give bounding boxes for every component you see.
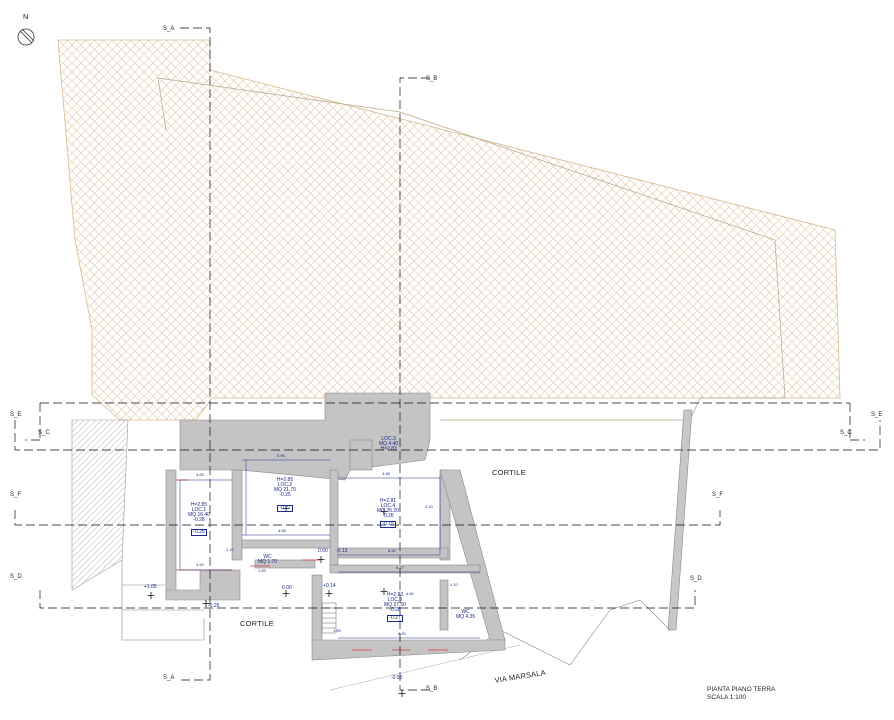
- east-wall: [667, 409, 693, 631]
- section-a-line: [180, 27, 211, 681]
- dim-11: 6.53: [398, 631, 406, 636]
- garden-hatched-area: [57, 39, 841, 421]
- wall-central: [337, 547, 449, 559]
- section-e-line: [14, 420, 881, 451]
- section-a-bottom-label: S_A: [163, 675, 175, 681]
- section-b-top-label: S_B: [426, 76, 438, 82]
- level-w1: +1.05: [144, 584, 157, 590]
- dim-1: 3.65: [196, 472, 204, 477]
- wall-small-1: [254, 559, 316, 569]
- section-b-line: [399, 77, 430, 691]
- section-e-right-label: S_E: [871, 412, 883, 418]
- dim-13: 4.50: [406, 591, 414, 596]
- street-line: [329, 644, 521, 691]
- section-f-right-label: S_F: [712, 492, 724, 498]
- room-loc1-level-box: -0.28: [191, 529, 207, 536]
- wall-stair: [311, 574, 323, 646]
- section-b-bottom-label: S_B: [426, 686, 438, 692]
- left-hatched-strip: [71, 419, 129, 591]
- dim-3: 4.48: [382, 471, 390, 476]
- section-f-line: [14, 510, 721, 526]
- wall-wc2: [439, 579, 449, 631]
- dim-2: 5.95: [277, 453, 285, 458]
- room-loc2-level-box: -0.27: [277, 505, 293, 512]
- room-loc4-level-box: -0.15: [380, 521, 396, 528]
- section-d-line: [39, 590, 696, 609]
- section-d-right-label: S_D: [690, 576, 702, 582]
- dim-5: 6.50: [388, 548, 396, 553]
- drawing-scale: SCALA 1:100: [707, 694, 747, 701]
- north-label: N: [23, 12, 29, 21]
- level-c3: +0.14: [323, 583, 336, 589]
- wall-loc1-loc2: [231, 469, 243, 561]
- section-lines: [14, 27, 881, 691]
- cortile-south-label: CORTILE: [240, 619, 274, 628]
- building-walls: [165, 392, 506, 661]
- drawing-title: PIANTA PIANO TERRA: [707, 686, 776, 693]
- section-c-left-label: S_C: [38, 430, 50, 436]
- dim-9: 1.69: [258, 568, 266, 573]
- section-c-line: [25, 402, 865, 441]
- dim-7: 1.10: [226, 547, 234, 552]
- dim-6: 6.27: [396, 565, 404, 570]
- dim-10: 1.59: [333, 628, 341, 633]
- wall-loc5-north: [329, 564, 481, 574]
- level-c4: 0.00: [282, 585, 292, 591]
- cortile-east-label: CORTILE: [492, 468, 526, 477]
- level-c1: 0.00: [318, 548, 328, 554]
- wall-loc3-notch: [349, 439, 373, 471]
- west-wall: [165, 469, 177, 599]
- dimension-lines: [179, 459, 480, 639]
- dim-4: 4.06: [278, 528, 286, 533]
- ground-outline: [121, 560, 205, 641]
- dim-12: 1.10: [450, 582, 458, 587]
- section-a-top-label: S_A: [163, 26, 175, 32]
- room-loc5-level-box: -0.27: [387, 615, 403, 622]
- south-west-wall: [165, 569, 241, 601]
- section-c-right-label: S_C: [840, 430, 852, 436]
- level-s1: -0.55: [391, 675, 403, 681]
- section-d-left-label: S_D: [10, 574, 22, 580]
- dim-14: 4.10: [425, 504, 433, 509]
- dim-8: 3.92: [196, 562, 204, 567]
- level-markers: [147, 505, 406, 697]
- north-arrow-icon: [17, 28, 35, 46]
- wall-loc2-south: [241, 539, 338, 549]
- section-f-left-label: S_F: [10, 492, 22, 498]
- section-e-left-label: S_E: [10, 412, 22, 418]
- level-w2: -0.26: [208, 603, 220, 609]
- level-c2: -0.13: [336, 548, 348, 554]
